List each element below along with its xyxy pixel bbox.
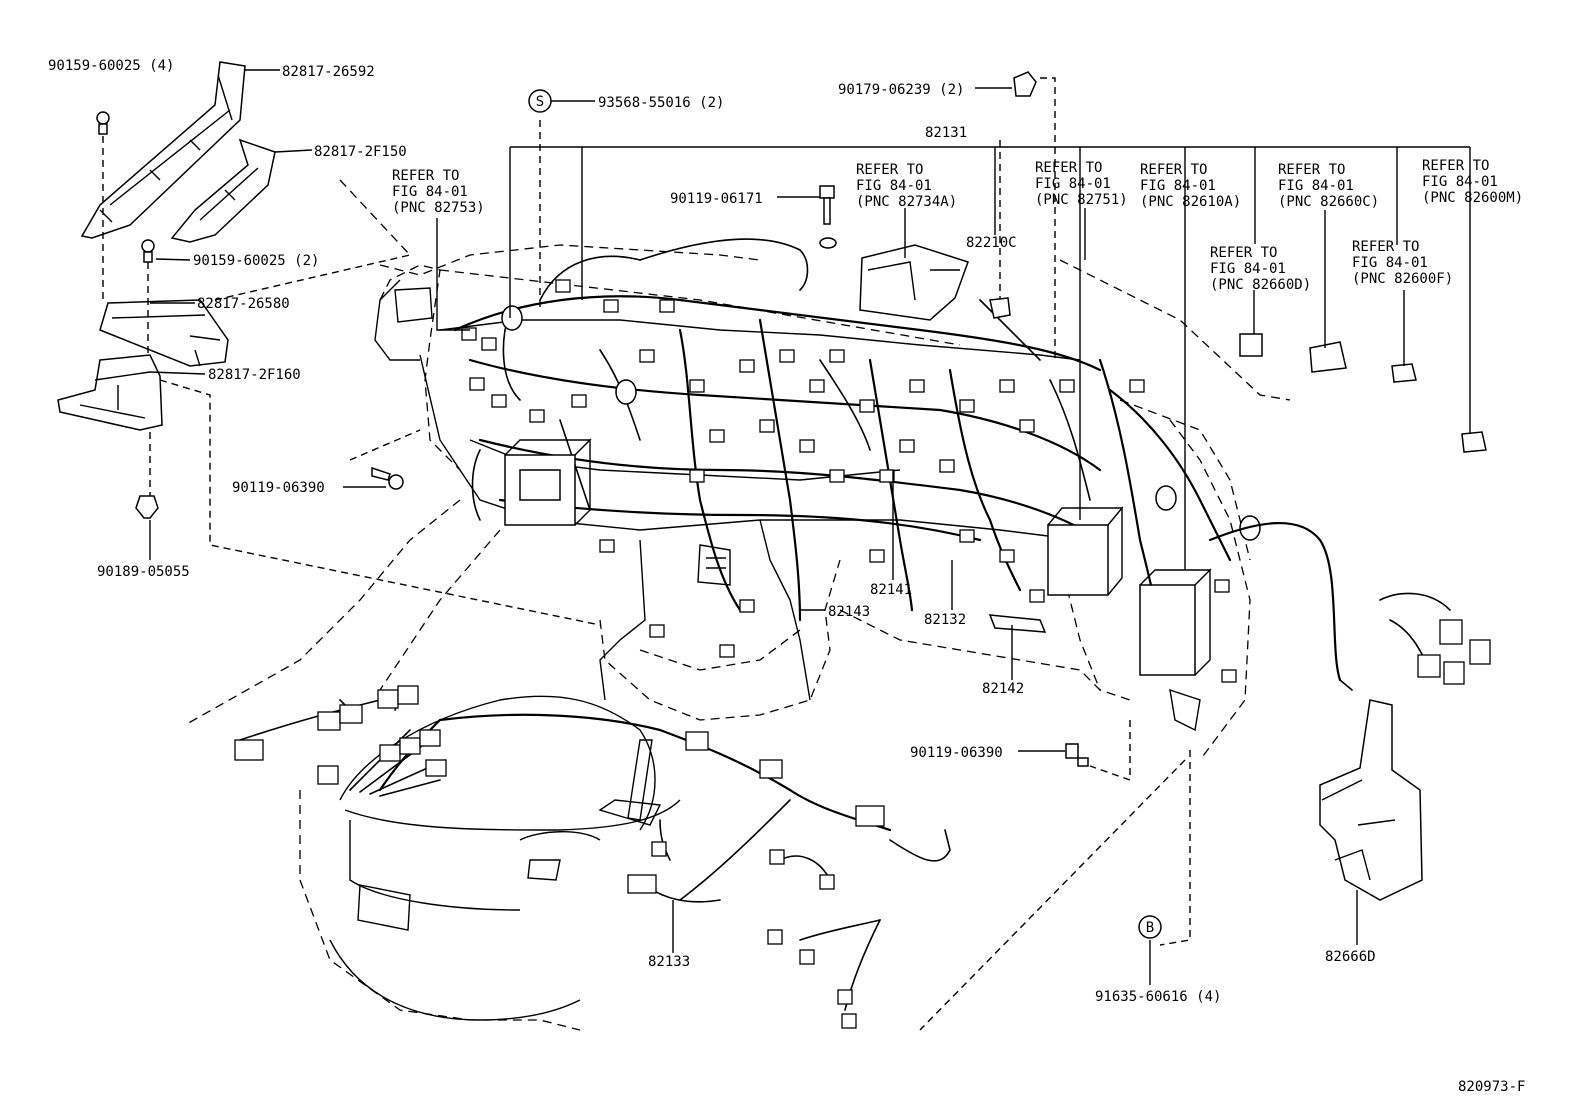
label-82817-26592: 82817-26592	[282, 64, 375, 80]
symbol-b-icon: B	[1138, 915, 1162, 939]
svg-text:(PNC 82600M): (PNC 82600M)	[1422, 190, 1523, 206]
refer-block-82734A: REFER TO FIG 84-01 (PNC 82734A)	[856, 162, 957, 210]
bracket-82666D	[1319, 699, 1423, 901]
label-90119-06390-right: 90119-06390	[910, 745, 1003, 761]
label-82141: 82141	[870, 582, 912, 598]
sensor-82210C	[989, 297, 1011, 319]
connector-82142	[988, 614, 1047, 633]
bolt-90119-06390-right	[1065, 743, 1089, 767]
refer-block-82660C: REFER TO FIG 84-01 (PNC 82660C)	[1278, 162, 1379, 210]
svg-text:(PNC 82610A): (PNC 82610A)	[1140, 194, 1241, 210]
svg-text:B: B	[1146, 920, 1154, 936]
dashboard-harness	[374, 238, 1261, 732]
label-82132: 82132	[924, 612, 966, 628]
label-90179-06239: 90179-06239 (2)	[838, 82, 964, 98]
part-82600M	[1461, 431, 1487, 453]
label-90159-60025-2: 90159-60025 (2)	[193, 253, 319, 269]
part-82600F	[1391, 363, 1417, 383]
dash-connectors	[461, 279, 1237, 683]
refer-block-82660D: REFER TO FIG 84-01 (PNC 82660D)	[1210, 245, 1311, 293]
label-82143: 82143	[828, 604, 870, 620]
label-82817-2F150: 82817-2F150	[314, 144, 407, 160]
svg-text:REFER TO: REFER TO	[1035, 160, 1102, 176]
bracket-82817-2F160	[57, 354, 163, 431]
svg-text:S: S	[536, 94, 544, 110]
label-90119-06171: 90119-06171	[670, 191, 763, 207]
svg-text:FIG 84-01: FIG 84-01	[1422, 174, 1498, 190]
screw-90159-60025-2	[141, 239, 155, 263]
svg-text:REFER TO: REFER TO	[1278, 162, 1345, 178]
svg-text:REFER TO: REFER TO	[1140, 162, 1207, 178]
refer-block-82610A: REFER TO FIG 84-01 (PNC 82610A)	[1140, 162, 1241, 210]
svg-text:REFER TO: REFER TO	[856, 162, 923, 178]
figure-code: 820973-F	[1458, 1079, 1525, 1095]
right-parts	[859, 244, 1491, 901]
label-82133: 82133	[648, 954, 690, 970]
fasteners-right	[819, 71, 1089, 767]
label-82666D: 82666D	[1325, 949, 1376, 965]
clip-90189-05055	[135, 495, 159, 519]
label-90159-60025-4: 90159-60025 (4)	[48, 58, 174, 74]
label-90189-05055: 90189-05055	[97, 564, 190, 580]
svg-text:FIG 84-01: FIG 84-01	[1140, 178, 1216, 194]
svg-text:FIG 84-01: FIG 84-01	[1210, 261, 1286, 277]
module-82734A	[859, 244, 969, 321]
svg-text:FIG 84-01: FIG 84-01	[1035, 176, 1111, 192]
svg-text:(PNC 82751): (PNC 82751)	[1035, 192, 1128, 208]
svg-text:(PNC 82660D): (PNC 82660D)	[1210, 277, 1311, 293]
bolt-90119-06171	[819, 185, 837, 249]
svg-text:(PNC 82753): (PNC 82753)	[392, 200, 485, 216]
label-82210C: 82210C	[966, 235, 1017, 251]
label-82817-26580: 82817-26580	[197, 296, 290, 312]
symbol-s-icon: S	[528, 89, 552, 113]
refer-block-82753: REFER TO FIG 84-01 (PNC 82753)	[392, 168, 485, 216]
svg-text:(PNC 82660C): (PNC 82660C)	[1278, 194, 1379, 210]
refer-blocks: REFER TO FIG 84-01 (PNC 82753) REFER TO …	[392, 158, 1523, 293]
label-91635-60616: 91635-60616 (4)	[1095, 989, 1221, 1005]
svg-text:FIG 84-01: FIG 84-01	[392, 184, 468, 200]
part-82660D	[1239, 333, 1263, 357]
svg-text:REFER TO: REFER TO	[1352, 239, 1419, 255]
label-93568-55016: 93568-55016 (2)	[598, 95, 724, 111]
refer-block-82751: REFER TO FIG 84-01 (PNC 82751)	[1035, 160, 1128, 208]
label-82817-2F160: 82817-2F160	[208, 367, 301, 383]
part-labels: 90159-60025 (4) 82817-26592 82817-2F150 …	[48, 58, 1525, 1095]
label-90119-06390-left: 90119-06390	[232, 480, 325, 496]
svg-text:(PNC 82734A): (PNC 82734A)	[856, 194, 957, 210]
brackets-group	[57, 61, 404, 519]
svg-text:FIG 84-01: FIG 84-01	[1352, 255, 1428, 271]
bolt-90119-06390-left	[371, 466, 404, 490]
svg-text:FIG 84-01: FIG 84-01	[856, 178, 932, 194]
bracket-82817-26592	[80, 61, 246, 239]
refer-block-82600M: REFER TO FIG 84-01 (PNC 82600M)	[1422, 158, 1523, 206]
console-connectors	[234, 685, 885, 1029]
label-82131: 82131	[925, 125, 967, 141]
screw-90159-60025-4	[96, 111, 110, 135]
svg-text:REFER TO: REFER TO	[392, 168, 459, 184]
body-outlines	[102, 77, 1291, 1031]
part-82660C	[1309, 341, 1347, 373]
svg-text:REFER TO: REFER TO	[1210, 245, 1277, 261]
svg-text:(PNC 82600F): (PNC 82600F)	[1352, 271, 1453, 287]
clip-90179-06239	[1013, 71, 1037, 97]
console-area	[234, 685, 951, 1029]
svg-text:FIG 84-01: FIG 84-01	[1278, 178, 1354, 194]
leader-lines	[149, 69, 1471, 985]
svg-text:REFER TO: REFER TO	[1422, 158, 1489, 174]
refer-block-82600F: REFER TO FIG 84-01 (PNC 82600F)	[1352, 239, 1453, 287]
bracket-82817-26580	[99, 299, 229, 367]
bracket-82817-2F150	[170, 138, 276, 243]
label-82142: 82142	[982, 681, 1024, 697]
